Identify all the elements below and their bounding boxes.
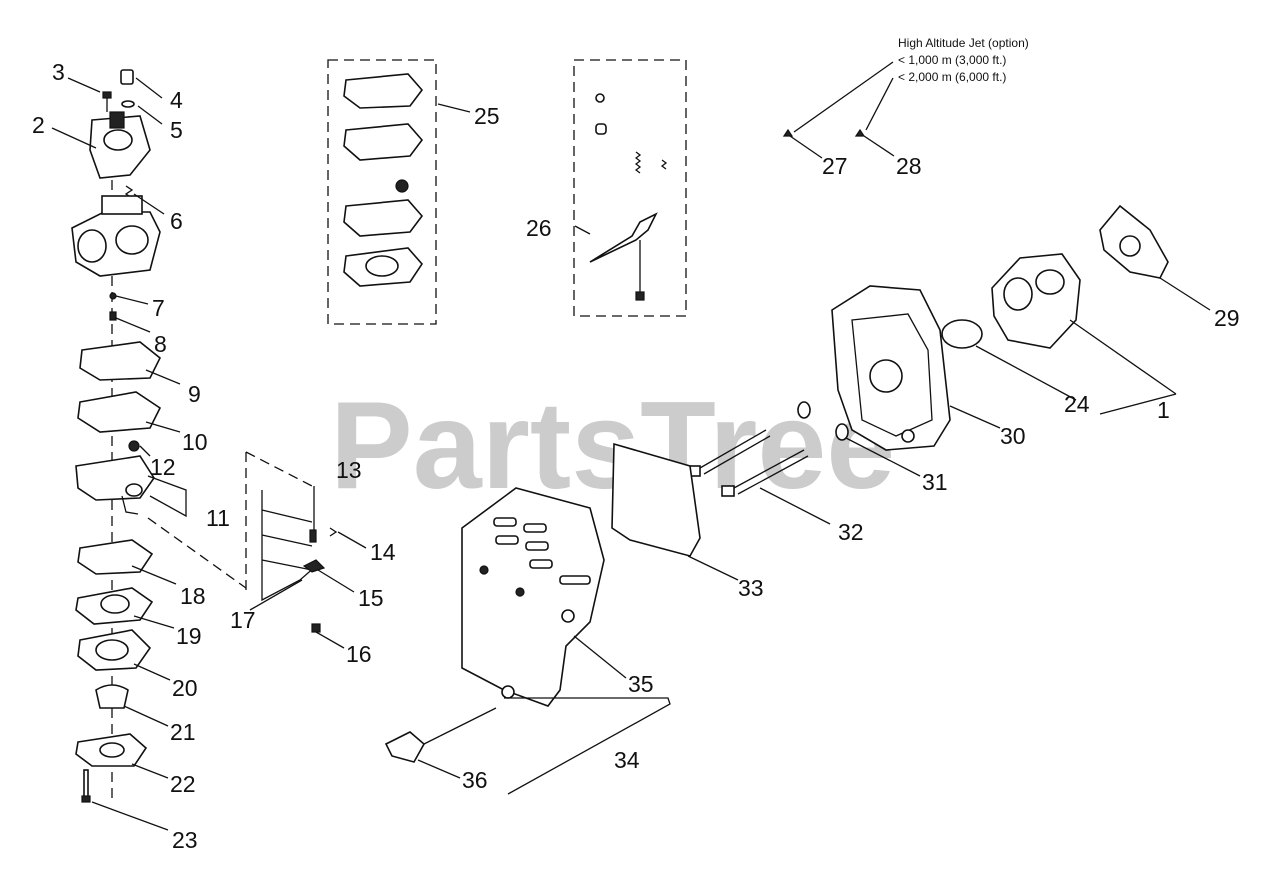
- primer-bulb-part-21: [95, 684, 129, 709]
- callout-4: 4: [170, 87, 183, 113]
- washer-part-31b: [835, 423, 849, 441]
- callout-6: 6: [170, 208, 183, 234]
- callout-28: 28: [896, 153, 922, 179]
- callout-numbers: 1 2 3 4 5 6 7 8 9 10 11 12 13 14 15 16 1…: [32, 59, 1240, 853]
- kit-gasket-1: [343, 73, 424, 109]
- callout-20: 20: [172, 675, 198, 701]
- screw-part-16: [311, 623, 321, 633]
- screw-part-3: [102, 91, 112, 112]
- callout-2: 2: [32, 112, 45, 138]
- cover-part-20: [77, 629, 152, 671]
- kit-box-part-26: [573, 59, 687, 317]
- kit-26-pin: [660, 159, 668, 170]
- callout-19: 19: [176, 623, 202, 649]
- callout-17: 17: [230, 607, 256, 633]
- gasket-part-24: [941, 319, 983, 349]
- carburetor-body: [71, 195, 161, 277]
- callout-31: 31: [922, 469, 948, 495]
- callout-10: 10: [182, 429, 208, 455]
- leader-lines: [51, 77, 1211, 831]
- air-filter-part-33: [611, 442, 701, 557]
- jet-part-27: [782, 128, 794, 137]
- callout-34: 34: [614, 747, 640, 773]
- kit-26-spring: [634, 151, 642, 174]
- kit-box-part-25: [327, 59, 437, 325]
- lever-part-15: [302, 559, 326, 573]
- pump-cover-part-2: [89, 111, 151, 179]
- callout-27: 27: [822, 153, 848, 179]
- callout-23: 23: [172, 827, 198, 853]
- spring-part-14: [329, 527, 338, 537]
- callout-8: 8: [154, 331, 167, 357]
- part-7: [109, 292, 117, 300]
- note-line-2: < 2,000 m (6,000 ft.): [898, 70, 1006, 84]
- callout-22: 22: [170, 771, 196, 797]
- kit-check-valve: [395, 179, 409, 193]
- callout-16: 16: [346, 641, 372, 667]
- callout-21: 21: [170, 719, 196, 745]
- air-cleaner-cover-part-35: [461, 487, 605, 707]
- callout-13: 13: [336, 457, 362, 483]
- callout-30: 30: [1000, 423, 1026, 449]
- gasket-part-18: [77, 539, 154, 575]
- note-line-1: < 1,000 m (3,000 ft.): [898, 53, 1006, 67]
- callout-32: 32: [838, 519, 864, 545]
- callout-18: 18: [180, 583, 206, 609]
- kit-26-lever: [589, 212, 658, 263]
- callout-3: 3: [52, 59, 65, 85]
- cap-part-4: [120, 69, 134, 85]
- callout-14: 14: [370, 539, 396, 565]
- air-cleaner-base-part-30: [831, 285, 951, 451]
- callout-36: 36: [462, 767, 488, 793]
- retainer-part-22: [75, 733, 148, 767]
- part-8: [109, 311, 117, 321]
- knob-part-36: [384, 731, 441, 763]
- bolt-part-32b: [721, 449, 809, 497]
- callout-15: 15: [358, 585, 384, 611]
- kit-gasket-2: [343, 123, 424, 161]
- callout-12: 12: [150, 454, 176, 480]
- needle-part-13: [309, 529, 317, 543]
- jet-part-28: [854, 128, 866, 137]
- callout-26: 26: [526, 215, 552, 241]
- callout-11: 11: [206, 505, 230, 531]
- gasket-part-9: [79, 341, 162, 381]
- kit-gasket-3: [343, 199, 424, 237]
- callout-33: 33: [738, 575, 764, 601]
- kit-26-washer: [595, 93, 605, 103]
- callout-7: 7: [152, 295, 165, 321]
- metering-body-part-11: [75, 455, 155, 515]
- callout-29: 29: [1214, 305, 1240, 331]
- diaphragm-part-19: [75, 587, 154, 625]
- carburetor-assembly: [991, 253, 1081, 349]
- screw-part-23: [81, 769, 91, 803]
- diaphragm-part-10: [77, 391, 162, 433]
- callout-24: 24: [1064, 391, 1090, 417]
- insulator-plate-part-29: [1099, 204, 1169, 279]
- callout-9: 9: [188, 381, 201, 407]
- kit-26-seat: [595, 123, 607, 135]
- kit-26-screw: [635, 291, 645, 301]
- kit-diaphragm: [343, 247, 424, 287]
- callout-1: 1: [1157, 397, 1170, 423]
- kit-box-part-17: [245, 451, 313, 590]
- washer-part-5: [121, 100, 135, 108]
- part-12: [128, 440, 140, 452]
- note-title: High Altitude Jet (option): [898, 36, 1029, 50]
- washer-part-31a: [797, 401, 811, 419]
- callout-5: 5: [170, 117, 183, 143]
- callout-25: 25: [474, 103, 500, 129]
- callout-35: 35: [628, 671, 654, 697]
